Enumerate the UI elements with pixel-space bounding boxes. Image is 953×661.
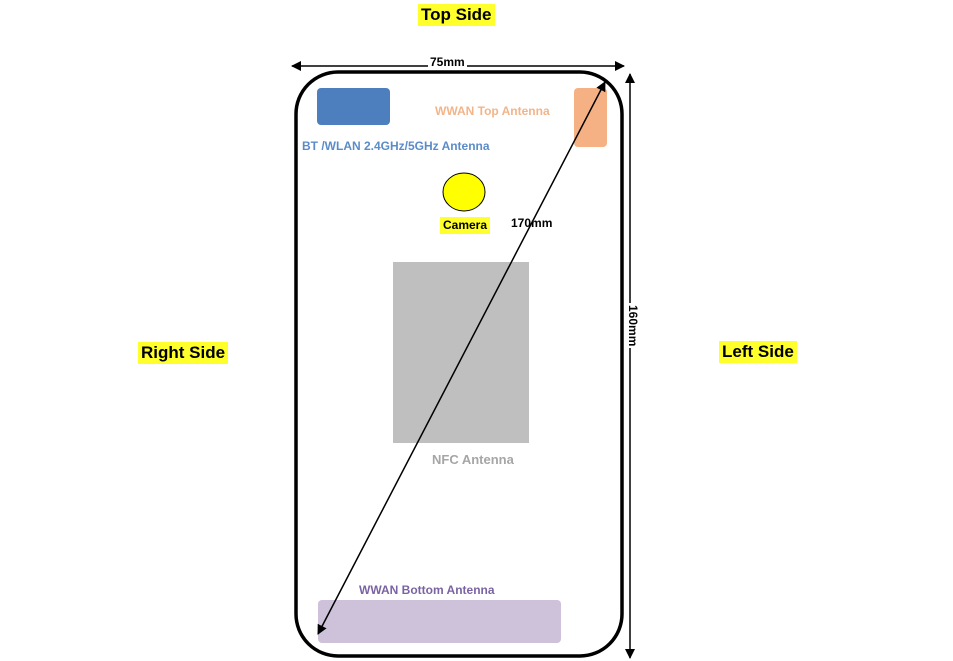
bt-wlan-antenna-label: BT /WLAN 2.4GHz/5GHz Antenna xyxy=(302,139,490,153)
wwan-bottom-antenna-block xyxy=(318,600,561,643)
wwan-top-antenna-label: WWAN Top Antenna xyxy=(435,104,550,118)
camera-label: Camera xyxy=(440,217,491,234)
right-side-label: Right Side xyxy=(138,342,229,364)
nfc-antenna-block xyxy=(393,262,529,443)
bt-wlan-antenna-block xyxy=(317,88,390,125)
nfc-antenna-label: NFC Antenna xyxy=(432,452,514,467)
width-dimension-label: 75mm xyxy=(428,55,467,70)
device-outline xyxy=(294,70,624,658)
wwan-top-antenna-block xyxy=(574,88,607,147)
camera-lens xyxy=(442,172,486,212)
diagonal-dimension-arrow xyxy=(317,81,606,635)
wwan-bottom-antenna-label: WWAN Bottom Antenna xyxy=(359,583,495,597)
top-side-label: Top Side xyxy=(418,4,495,26)
left-side-label: Left Side xyxy=(719,341,797,363)
diagonal-dimension-label: 170mm xyxy=(511,216,553,230)
height-dimension-label: 160mm xyxy=(625,303,640,349)
